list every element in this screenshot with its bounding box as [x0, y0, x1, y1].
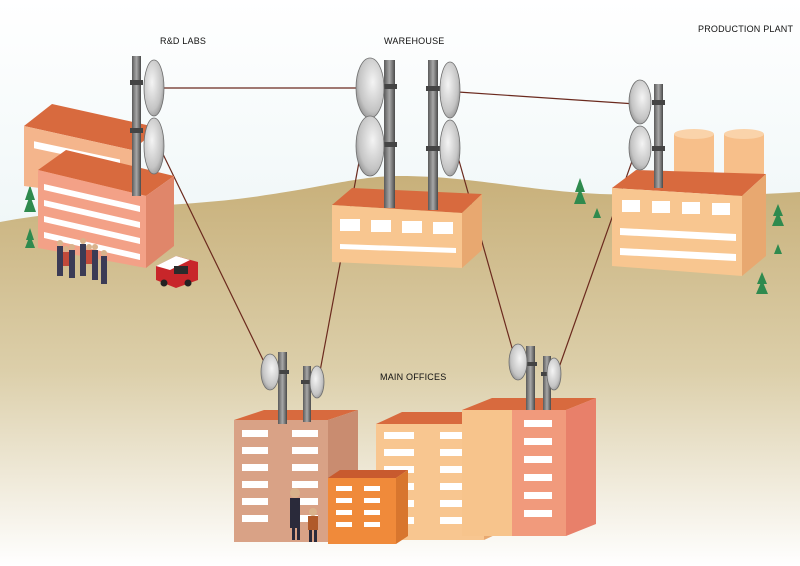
antenna-dish-icon [143, 59, 165, 175]
link-warehouse-plant [457, 91, 637, 105]
label-production-plant: PRODUCTION PLANT [698, 24, 794, 34]
label-main-offices: MAIN OFFICES [380, 372, 447, 382]
label-rd-labs: R&D LABS [160, 36, 207, 46]
people-group-icon [57, 238, 107, 284]
link-rd-main-left [159, 147, 269, 371]
production-plant-building [612, 129, 766, 276]
people-icon [290, 488, 318, 542]
main-office-building-small [328, 470, 408, 544]
rd-labs-building-front [38, 150, 174, 268]
ground [0, 176, 800, 566]
antenna-dish-icon [355, 57, 461, 177]
antenna-dish-icon [260, 353, 325, 399]
antenna-dish-icon [628, 79, 652, 171]
tree-icon [24, 178, 784, 294]
main-office-building-right [462, 398, 596, 536]
tower-icon [130, 56, 143, 196]
tower-icon [382, 60, 440, 210]
label-warehouse: WAREHOUSE [384, 36, 445, 46]
warehouse-building [332, 188, 482, 268]
link-warehouse-main-right [455, 149, 517, 363]
antenna-dish-icon [508, 343, 562, 391]
tower-icon [652, 84, 665, 188]
link-warehouse-main-left [317, 145, 363, 383]
tower-icon [276, 352, 313, 424]
vehicle-icon [156, 256, 198, 288]
